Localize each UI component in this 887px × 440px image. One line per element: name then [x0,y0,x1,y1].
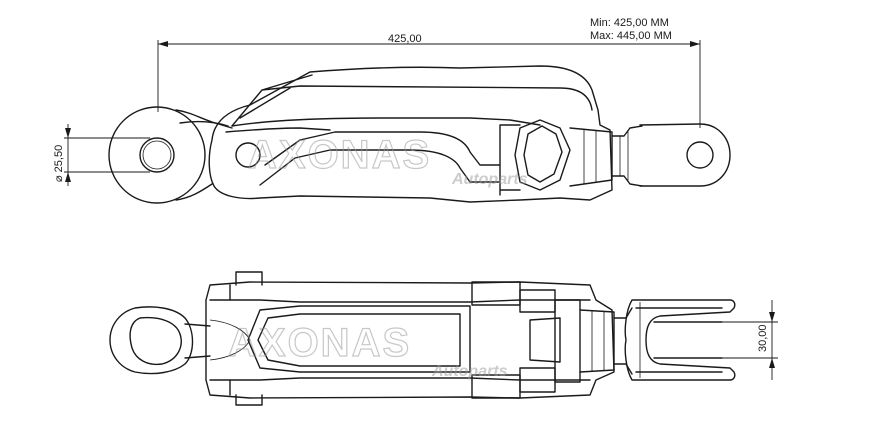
eye-diameter-label: ⌀ 25,50 [53,145,65,182]
min-length-label: Min: 425,00 MM [590,17,669,29]
watermark-brand-bottom: AXONAS [228,321,411,365]
left-eye-outer [108,106,206,204]
right-eye-outline [639,123,731,187]
watermark-brand-top: AXONAS [248,133,431,177]
max-length-label: Max: 445,00 MM [590,30,672,42]
ball-joint [109,306,194,375]
watermark-tagline-bottom: Autoparts [431,363,508,380]
watermark-top: AXONAS Autoparts [247,132,528,188]
length-dimension: 425,00 Min: 425,00 MM Max: 445,00 MM [157,17,701,128]
eye-diameter-dimension: ⌀ 25,50 [53,124,150,186]
left-eye-bore [139,137,175,173]
length-label: 425,00 [388,33,422,45]
fork-width-label: 30,00 [757,324,769,352]
bottom-view [109,271,736,406]
watermark-bottom: AXONAS Autoparts [227,320,508,380]
top-pivot-bolt [235,142,261,168]
fork-clevis [624,299,736,381]
right-eye-bore [686,141,714,169]
watermark-tagline-top: Autoparts [451,171,528,188]
top-view [108,65,731,204]
top-body-outline [208,65,613,203]
fork-width-dimension: 30,00 [722,300,778,380]
